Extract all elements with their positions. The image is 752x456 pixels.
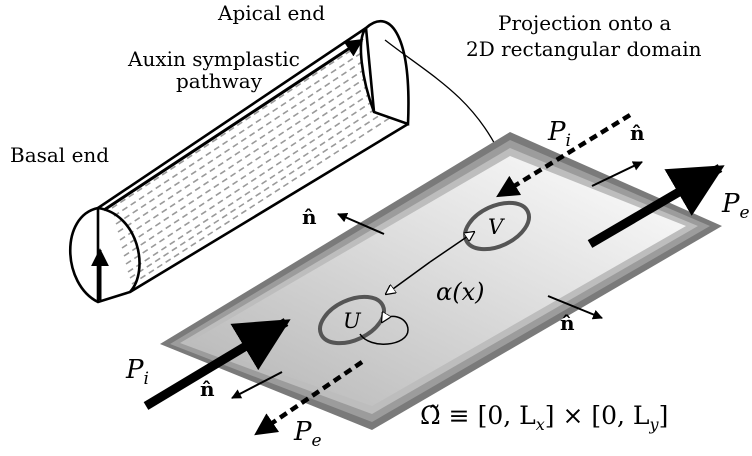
v-label: V bbox=[488, 215, 505, 239]
normal-arrow-bottomleft bbox=[231, 371, 283, 399]
self-loop-arrow-icon bbox=[359, 316, 409, 345]
region-u bbox=[318, 294, 386, 346]
auxin-pathway-arrow bbox=[103, 38, 364, 212]
normal-label-bottomright: n̂ bbox=[560, 311, 575, 335]
curved-arrow-icon bbox=[384, 39, 499, 151]
auxin-label-line1: Auxin symplastic bbox=[127, 47, 300, 71]
normal-label-bottomleft: n̂ bbox=[200, 377, 215, 401]
alpha-label: α(x) bbox=[436, 278, 484, 306]
auxin-label-line2: pathway bbox=[176, 69, 263, 93]
pe-label-right: Pe bbox=[721, 189, 750, 223]
normal-arrow-bottomright bbox=[547, 295, 603, 320]
pe-label-bottom: Pe bbox=[293, 417, 322, 451]
pi-label-bottom: Pi bbox=[125, 355, 149, 389]
root-cylinder bbox=[69, 19, 410, 304]
double-arrow-icon bbox=[386, 261, 431, 294]
rectangular-domain bbox=[160, 132, 722, 430]
pi-label-top: Pi bbox=[547, 117, 571, 151]
normal-arrow-topright bbox=[591, 161, 643, 187]
apical-end-label: Apical end bbox=[217, 1, 325, 25]
projection-label-line2: 2D rectangular domain bbox=[466, 37, 702, 61]
basal-end-label: Basal end bbox=[10, 143, 109, 167]
normal-label-left: n̂ bbox=[302, 205, 317, 229]
normal-label-topright: n̂ bbox=[630, 121, 645, 145]
pe-dashed-arrow bbox=[254, 360, 364, 436]
pe-outflow-arrow bbox=[587, 164, 725, 248]
symplastic-dashed-lines bbox=[111, 29, 403, 285]
u-label: U bbox=[343, 309, 362, 333]
pi-inflow-arrow bbox=[143, 318, 291, 410]
projection-label-line1: Projection onto a bbox=[498, 11, 671, 35]
domain-equation: Ω̃ ≡ [0, Lx] × [0, Ly] bbox=[420, 401, 668, 434]
normal-arrow-left bbox=[337, 213, 385, 235]
